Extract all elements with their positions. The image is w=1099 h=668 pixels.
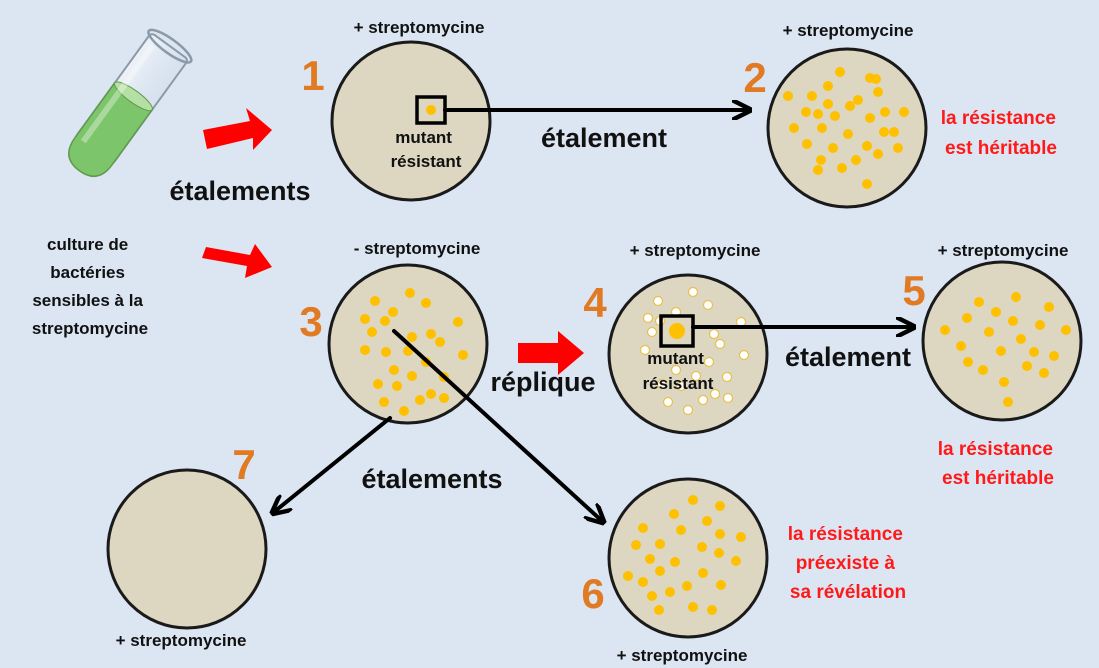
dish-6-medium-label: + streptomycine <box>617 646 748 665</box>
colonies-dish-3 <box>360 288 468 416</box>
dead-colony-flowers-dish-4 <box>639 286 750 416</box>
dish-3-number: 3 <box>299 298 322 345</box>
replique-label: réplique <box>490 367 595 397</box>
conclusion-preexiste-6: la résistance préexiste à sa révélation <box>788 524 908 603</box>
dish-6-number: 6 <box>581 570 604 617</box>
dish-7-number: 7 <box>232 441 255 488</box>
petri-dish-5 <box>921 260 1083 422</box>
petri-dish-2 <box>766 47 928 209</box>
mutant-label-4: mutant résistant <box>643 349 714 393</box>
dish-5-medium-label: + streptomycine <box>938 241 1069 260</box>
etalements-label-top: étalements <box>169 176 310 206</box>
culture-label: culture de bactéries sensibles à la stre… <box>32 235 148 338</box>
etalement-label-4-5: étalement <box>785 342 911 372</box>
petri-dish-1 <box>330 40 492 202</box>
dish-3-medium-label: - streptomycine <box>354 239 481 258</box>
dish-4-number: 4 <box>583 279 607 326</box>
mutant-label-1: mutant résistant <box>391 128 462 171</box>
conclusion-heritable-2: la résistance est héritable <box>941 108 1061 159</box>
test-tube-icon <box>68 28 193 178</box>
red-arrow-to-dish-3 <box>202 244 272 278</box>
mutant-colony-4 <box>669 323 685 339</box>
dish-2-number: 2 <box>743 54 766 101</box>
dish-4-medium-label: + streptomycine <box>630 241 761 260</box>
arrow-3-to-6 <box>392 329 602 521</box>
arrow-3-to-7 <box>274 416 392 512</box>
dish-1-medium-label: + streptomycine <box>354 18 485 37</box>
dish-7-medium-label: + streptomycine <box>116 631 247 650</box>
etalement-label-1-2: étalement <box>541 123 667 153</box>
dish-5-number: 5 <box>902 267 925 314</box>
petri-dish-6 <box>607 477 769 639</box>
petri-dish-7 <box>106 468 268 630</box>
dish-2-medium-label: + streptomycine <box>783 21 914 40</box>
colonies-dish-6 <box>623 495 746 615</box>
etalements-label-mid: étalements <box>361 464 502 494</box>
mutant-highlight-box-4 <box>659 314 695 348</box>
red-arrow-to-dish-1 <box>203 108 272 150</box>
mutant-colony-1 <box>426 105 436 115</box>
colonies-dish-2 <box>783 67 909 189</box>
conclusion-heritable-5: la résistance est héritable <box>938 439 1058 489</box>
dish-1-number: 1 <box>301 52 324 99</box>
colonies-dish-5 <box>940 292 1071 407</box>
red-arrow-replique <box>518 331 584 375</box>
